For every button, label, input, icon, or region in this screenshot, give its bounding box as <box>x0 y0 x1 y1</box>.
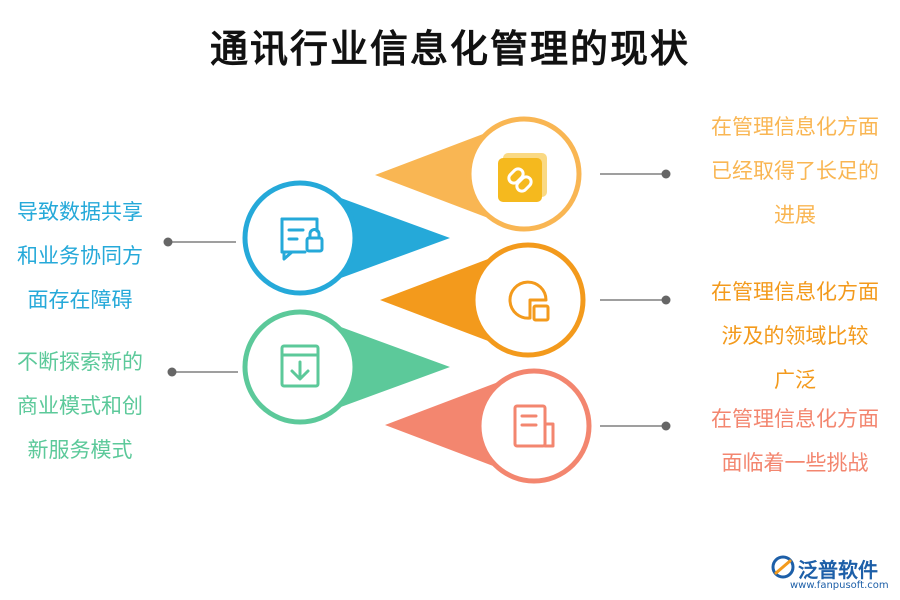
item-blue-line-1: 导致数据共享 <box>17 200 143 224</box>
brand-logo: 泛普软件 www.fanpusoft.com <box>770 552 900 598</box>
download-box-icon <box>280 344 320 388</box>
item-yellow-line-3: 进展 <box>774 203 816 227</box>
document-icon <box>513 404 555 448</box>
item-salmon-line-2: 面临着一些挑战 <box>721 451 869 475</box>
item-green-line-1: 不断探索新的 <box>17 350 143 374</box>
node-yellow <box>375 116 582 232</box>
item-green-text: 不断探索新的 商业模式和创 新服务模式 <box>0 340 160 472</box>
item-orange-text: 在管理信息化方面 涉及的领域比较 广泛 <box>700 270 890 402</box>
item-salmon-text: 在管理信息化方面 面临着一些挑战 <box>700 397 890 485</box>
node-blue <box>242 180 450 296</box>
link-icon <box>498 153 547 202</box>
logo-mark-icon <box>771 555 795 579</box>
item-green-line-2: 商业模式和创 <box>17 394 143 418</box>
pie-chart-icon <box>508 280 550 322</box>
item-yellow-line-2: 已经取得了长足的 <box>711 159 879 183</box>
node-orange <box>380 242 586 358</box>
node-salmon <box>385 368 592 484</box>
logo-name: 泛普软件 <box>798 558 878 582</box>
connector-yellow-dot <box>661 169 671 179</box>
connector-green-dot <box>167 367 177 377</box>
item-yellow-text: 在管理信息化方面 已经取得了长足的 进展 <box>700 105 890 237</box>
connector-salmon-dot <box>661 421 671 431</box>
page-title: 通讯行业信息化管理的现状 <box>209 27 690 71</box>
item-orange-line-3: 广泛 <box>774 368 816 392</box>
logo-url: www.fanpusoft.com <box>790 580 889 591</box>
connector-orange-dot <box>661 295 671 305</box>
node-blue-ring <box>242 180 358 296</box>
connector-blue-dot <box>163 237 173 247</box>
node-orange-ring <box>470 242 586 358</box>
item-blue-line-2: 和业务协同方 <box>17 244 143 268</box>
item-orange-line-2: 涉及的领域比较 <box>721 324 869 348</box>
item-blue-text: 导致数据共享 和业务协同方 面存在障碍 <box>0 190 160 322</box>
item-orange-line-1: 在管理信息化方面 <box>711 280 879 304</box>
item-blue-line-3: 面存在障碍 <box>27 288 133 312</box>
item-salmon-line-1: 在管理信息化方面 <box>711 407 879 431</box>
chat-lock-icon <box>280 217 324 261</box>
item-green-line-3: 新服务模式 <box>27 438 133 462</box>
node-green <box>242 309 450 425</box>
item-yellow-line-1: 在管理信息化方面 <box>711 115 879 139</box>
